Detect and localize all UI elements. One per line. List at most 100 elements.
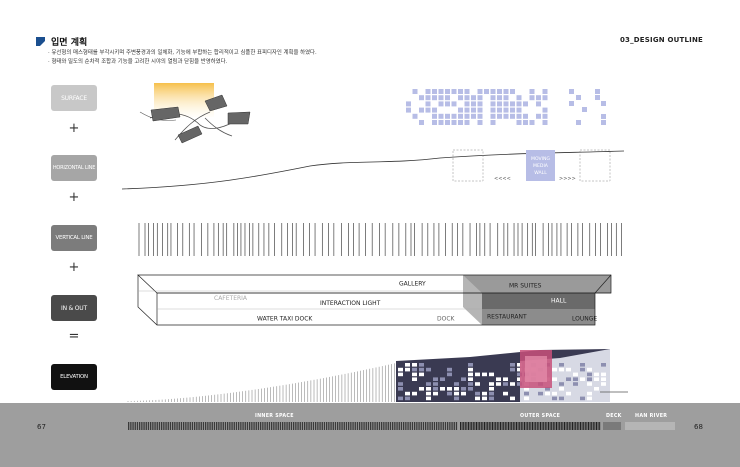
footer-stripe (154, 422, 156, 430)
surface-panel (204, 94, 228, 112)
footer-stripe (194, 422, 196, 430)
facade-cell (412, 391, 417, 396)
footer-stripe (301, 422, 304, 430)
bullet-item: 형태와 밀도의 순차적 조합과 기능을 고려한 시야의 열림과 닫힘을 반영하였… (48, 58, 317, 67)
pattern-pixel (536, 101, 541, 107)
footer-stripe (409, 422, 411, 430)
footer-stripe (522, 422, 524, 430)
pattern-pixel (542, 120, 548, 125)
zone-label-han-river: HAN RIVER (635, 414, 668, 419)
pattern-pixel (516, 120, 522, 125)
footer-stripe (524, 422, 525, 430)
facade-cell (440, 387, 445, 391)
footer-stripe (506, 422, 508, 430)
facade-cell (419, 372, 424, 377)
vertical-line-diagram (138, 223, 622, 256)
facade-cell (426, 387, 431, 391)
pattern-pixel (477, 89, 483, 94)
facade-cell (405, 367, 410, 372)
pattern-pixel (406, 107, 411, 113)
footer-stripe (216, 422, 218, 430)
footer-stripe (244, 422, 246, 430)
plus-operator: + (68, 260, 80, 275)
facade-cell (601, 363, 606, 367)
footer-stripe (501, 422, 503, 430)
program-label-mr-suites: MR SUITES (509, 283, 542, 290)
facade-cell (398, 396, 403, 401)
pattern-pixel (464, 120, 470, 125)
pattern-pixel (412, 113, 418, 119)
footer-stripe (275, 422, 277, 430)
facade-cell (552, 377, 557, 381)
footer-stripe (581, 422, 583, 430)
facade-cell (545, 391, 550, 396)
facade-cell (468, 387, 473, 391)
pattern-pixel (516, 101, 522, 107)
footer-stripe (453, 422, 455, 430)
pattern-pixel (432, 107, 437, 113)
footer-stripe (308, 422, 310, 430)
footer-stripe (191, 422, 194, 430)
pattern-pixel (464, 89, 470, 94)
page-header: 입면 계획 (36, 35, 87, 48)
hall-band (482, 293, 595, 309)
footer-stripe (211, 422, 213, 430)
facade-cell (398, 367, 403, 372)
footer-stripe (147, 422, 150, 430)
facade-cell (587, 396, 592, 401)
footer-stripe (541, 422, 543, 430)
pattern-pixel (569, 89, 574, 94)
pattern-pixel (471, 101, 476, 107)
facade-cell (524, 396, 529, 401)
footer-stripe (231, 422, 233, 430)
facade-cell (496, 377, 501, 381)
footer-stripe (460, 422, 461, 430)
footer-stripe (540, 422, 541, 430)
footer-stripe (392, 422, 394, 430)
lower-volume (482, 309, 595, 325)
footer-stripe (552, 422, 554, 430)
facade-cell (461, 387, 466, 391)
pattern-pixel (516, 107, 522, 113)
facade-cell (482, 391, 487, 396)
footer-stripe (284, 422, 286, 430)
footer-stripe (143, 422, 145, 430)
footer-stripe (378, 422, 381, 430)
footer-stripe (554, 422, 556, 430)
facade-cell (475, 391, 480, 396)
facade-cell (559, 382, 564, 386)
footer-stripe (370, 422, 372, 430)
footer-stripe (403, 422, 405, 430)
footer-stripe (321, 422, 323, 430)
footer-stripe (520, 422, 522, 430)
facade-cell (468, 382, 473, 386)
pattern-pixel (471, 113, 476, 119)
facade-cell (489, 391, 494, 396)
footer-stripe (504, 422, 506, 430)
facade-cell (510, 367, 515, 372)
pattern-pixel (412, 89, 418, 94)
footer-stripe (385, 422, 387, 430)
pattern-pixel (451, 120, 457, 125)
footer-stripe (328, 422, 330, 430)
footer-stripe (339, 422, 341, 430)
footer-stripe (139, 422, 141, 430)
footer-stripe (433, 422, 436, 430)
footer-stripe (599, 422, 601, 430)
facade-cell (475, 396, 480, 401)
pattern-pixel (419, 120, 424, 125)
footer-stripe (132, 422, 134, 430)
footer-stripe (290, 422, 293, 430)
footer-stripe (367, 422, 370, 430)
facade-cell (454, 382, 459, 386)
footer-stripe (251, 422, 253, 430)
pattern-pixel (601, 120, 606, 125)
concept-in-out: IN & OUT (51, 295, 97, 321)
facade-cell (398, 387, 403, 391)
facade-cell (538, 391, 543, 396)
footer-stripe (240, 422, 242, 430)
pattern-pixel (523, 101, 528, 107)
pattern-pixel (529, 89, 535, 94)
footer-stripe (317, 422, 319, 430)
media-label: MOVING (531, 156, 550, 162)
